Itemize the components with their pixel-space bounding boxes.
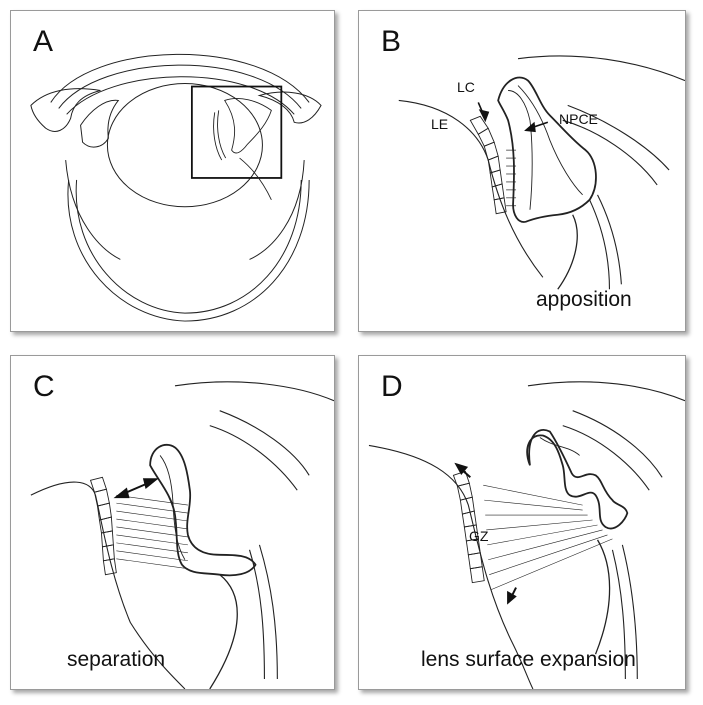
lens-surface bbox=[368, 444, 534, 689]
lens-surface bbox=[398, 99, 544, 278]
globe-outer bbox=[67, 179, 310, 322]
label-lc: LC bbox=[457, 79, 475, 95]
label-npce: NPCE bbox=[559, 111, 598, 127]
panel-b-letter: B bbox=[381, 25, 402, 58]
panel-a-letter: A bbox=[33, 25, 54, 58]
cornea-outer bbox=[50, 53, 310, 103]
label-le: LE bbox=[431, 116, 449, 132]
panel-d-letter: D bbox=[381, 370, 403, 403]
panel-d: D GZ lens surface expansion bbox=[358, 355, 686, 690]
panel-c-caption: separation bbox=[67, 648, 166, 671]
eye-overview-drawing bbox=[30, 53, 322, 322]
cornea-inner bbox=[58, 64, 302, 109]
panel-b: B LC LE NPCE apposition bbox=[358, 10, 686, 332]
panel-a: A bbox=[10, 10, 335, 332]
inset-box bbox=[190, 85, 283, 179]
lens-expansion-drawing bbox=[368, 381, 685, 689]
panel-c: C separation bbox=[10, 355, 335, 690]
globe-inner bbox=[75, 179, 302, 314]
lens-epithelium bbox=[469, 115, 507, 215]
lens-surface bbox=[30, 481, 186, 689]
apposition-drawing bbox=[398, 55, 685, 290]
npce-fold bbox=[497, 76, 597, 223]
lens bbox=[106, 83, 263, 208]
npce-fold bbox=[526, 429, 629, 530]
label-gz: GZ bbox=[469, 528, 489, 544]
panel-b-caption: apposition bbox=[536, 288, 632, 311]
npce-fold bbox=[149, 443, 257, 577]
panel-d-caption: lens surface expansion bbox=[421, 648, 636, 671]
separation-drawing bbox=[30, 381, 334, 689]
panel-c-letter: C bbox=[33, 370, 55, 403]
